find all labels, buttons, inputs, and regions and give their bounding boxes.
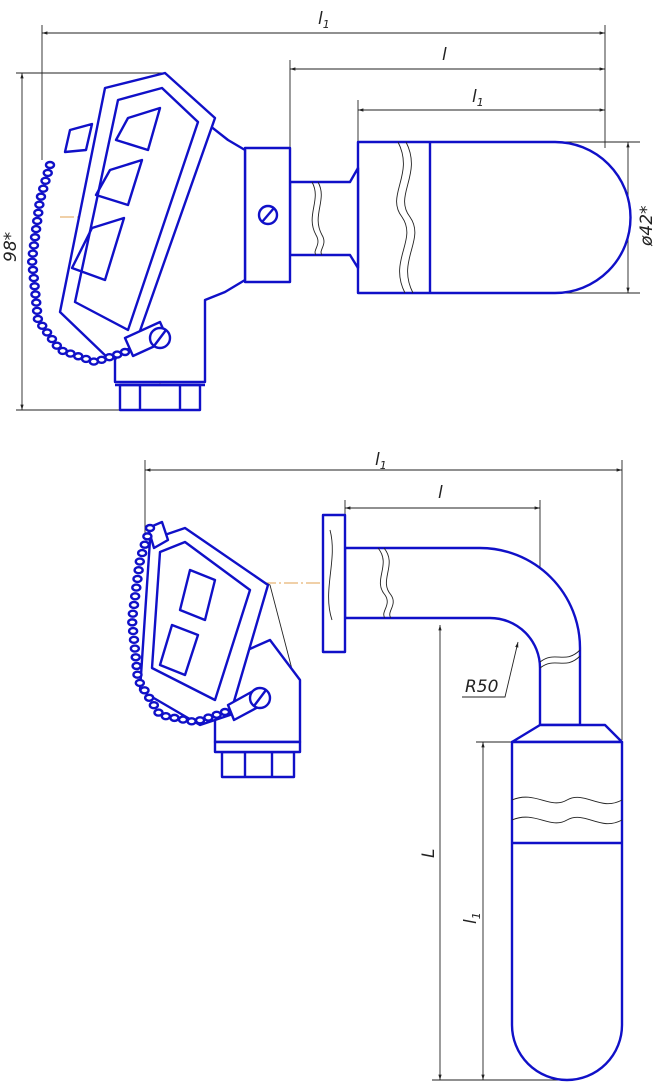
- chain-bead: [177, 715, 189, 724]
- chain-bead: [153, 708, 164, 717]
- chain-bead: [119, 347, 131, 357]
- connection-head: [138, 520, 302, 779]
- chain-bead: [27, 249, 39, 258]
- chain-bead: [203, 713, 214, 722]
- chain-bead: [142, 532, 153, 541]
- protective-sleeve: [356, 140, 632, 295]
- bent-tube: [343, 546, 582, 727]
- chain-bead: [32, 314, 44, 324]
- chain-bead: [186, 717, 197, 726]
- chain-bead: [28, 241, 40, 250]
- chain-bead: [139, 540, 150, 549]
- connection-head: [58, 71, 279, 412]
- label-sleeve-length: l1: [461, 912, 483, 924]
- chain-bead: [31, 306, 43, 315]
- neck-fitting: [243, 146, 292, 284]
- chain-bead: [132, 670, 143, 679]
- label-vertical-length: L: [419, 849, 439, 858]
- chain-bead: [148, 700, 160, 710]
- cable-gland-nut: [220, 750, 296, 779]
- chain-bead: [127, 609, 139, 618]
- chain-bead: [130, 653, 141, 662]
- mounting-flange: [321, 513, 347, 654]
- sensor-assembly: [243, 140, 632, 295]
- label-diameter: ø42*: [637, 205, 657, 247]
- label-horizontal-length: l: [438, 483, 443, 503]
- chain-bead: [131, 661, 142, 671]
- chain-bead: [26, 257, 38, 266]
- chain-bead: [169, 713, 180, 723]
- chain-bead: [134, 678, 146, 688]
- chain-bead: [40, 176, 51, 186]
- chain-bead: [30, 290, 41, 299]
- chain-bead: [194, 716, 206, 725]
- chain-bead: [136, 548, 148, 558]
- label-height: 98*: [1, 232, 21, 262]
- chain-bead: [134, 557, 145, 566]
- chain-bead: [31, 298, 42, 307]
- chain-bead: [46, 334, 58, 344]
- chain-bead: [41, 328, 53, 337]
- chain-bead: [144, 523, 156, 533]
- chain-bead: [33, 208, 44, 218]
- label-radius: R50: [465, 677, 498, 697]
- thermowell-tube: [288, 166, 360, 270]
- chain-bead: [30, 224, 42, 234]
- chain-bead: [44, 160, 56, 170]
- top-view: l1 l l1 98* ø42*: [1, 9, 657, 412]
- chain-bead: [129, 644, 141, 653]
- chain-bead: [38, 184, 49, 193]
- chain-bead: [219, 707, 231, 717]
- chain-bead: [42, 168, 53, 178]
- protective-sleeve: [510, 740, 624, 1082]
- chain-bead: [32, 216, 43, 226]
- radius-leader: [462, 641, 519, 698]
- chain-bead: [51, 341, 63, 350]
- label-immersion-length: l: [442, 45, 447, 65]
- chain-bead: [139, 686, 150, 695]
- chain-bead: [37, 321, 48, 330]
- chain-bead: [35, 192, 47, 201]
- chain-bead: [211, 710, 222, 719]
- chain-bead: [29, 233, 41, 242]
- chain-bead: [143, 693, 155, 702]
- chain-bead: [27, 265, 39, 275]
- cable-gland-nut: [118, 383, 202, 412]
- label-overall-length: l1: [318, 9, 330, 31]
- chain: [26, 160, 131, 366]
- chain-bead: [129, 592, 141, 601]
- chain-bead: [29, 282, 40, 291]
- bottom-view: l1 l R50 L l1: [127, 450, 624, 1082]
- chain-bead: [160, 711, 172, 721]
- chain-bead: [131, 583, 142, 592]
- label-overall-length: l1: [375, 450, 387, 472]
- chain-bead: [128, 600, 140, 610]
- chain-bead: [132, 574, 143, 584]
- chain-bead: [128, 635, 140, 645]
- label-sleeve-length: l1: [472, 87, 484, 109]
- chain-bead: [34, 200, 45, 209]
- chain-bead: [127, 618, 138, 627]
- sensor-assembly: [321, 513, 624, 1082]
- chain-bead: [127, 626, 139, 636]
- chain-bead: [28, 273, 40, 283]
- chain: [127, 523, 231, 726]
- chain-bead: [133, 566, 144, 575]
